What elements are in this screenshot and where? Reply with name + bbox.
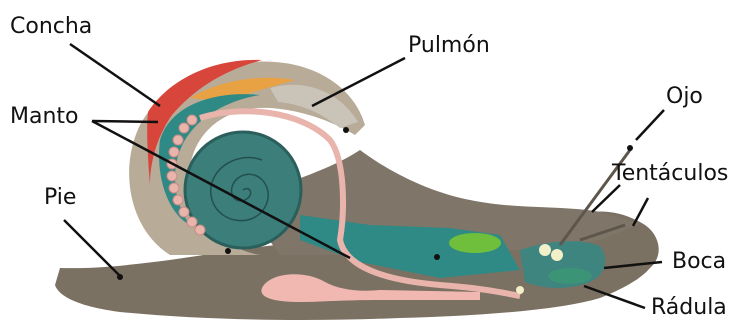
ganglion xyxy=(516,286,524,294)
ganglion xyxy=(551,249,563,261)
label-concha: Concha xyxy=(10,16,92,38)
digestive-gland xyxy=(449,233,501,253)
label-pulmon: Pulmón xyxy=(408,35,490,57)
label-boca: Boca xyxy=(672,251,726,273)
ganglion xyxy=(539,244,551,256)
eye xyxy=(627,145,633,151)
label-pie: Pie xyxy=(44,187,76,209)
label-ojo: Ojo xyxy=(666,86,703,108)
label-radula: Rádula xyxy=(651,297,727,319)
label-manto: Manto xyxy=(10,106,79,128)
label-tentaculos: Tentáculos xyxy=(612,163,728,185)
